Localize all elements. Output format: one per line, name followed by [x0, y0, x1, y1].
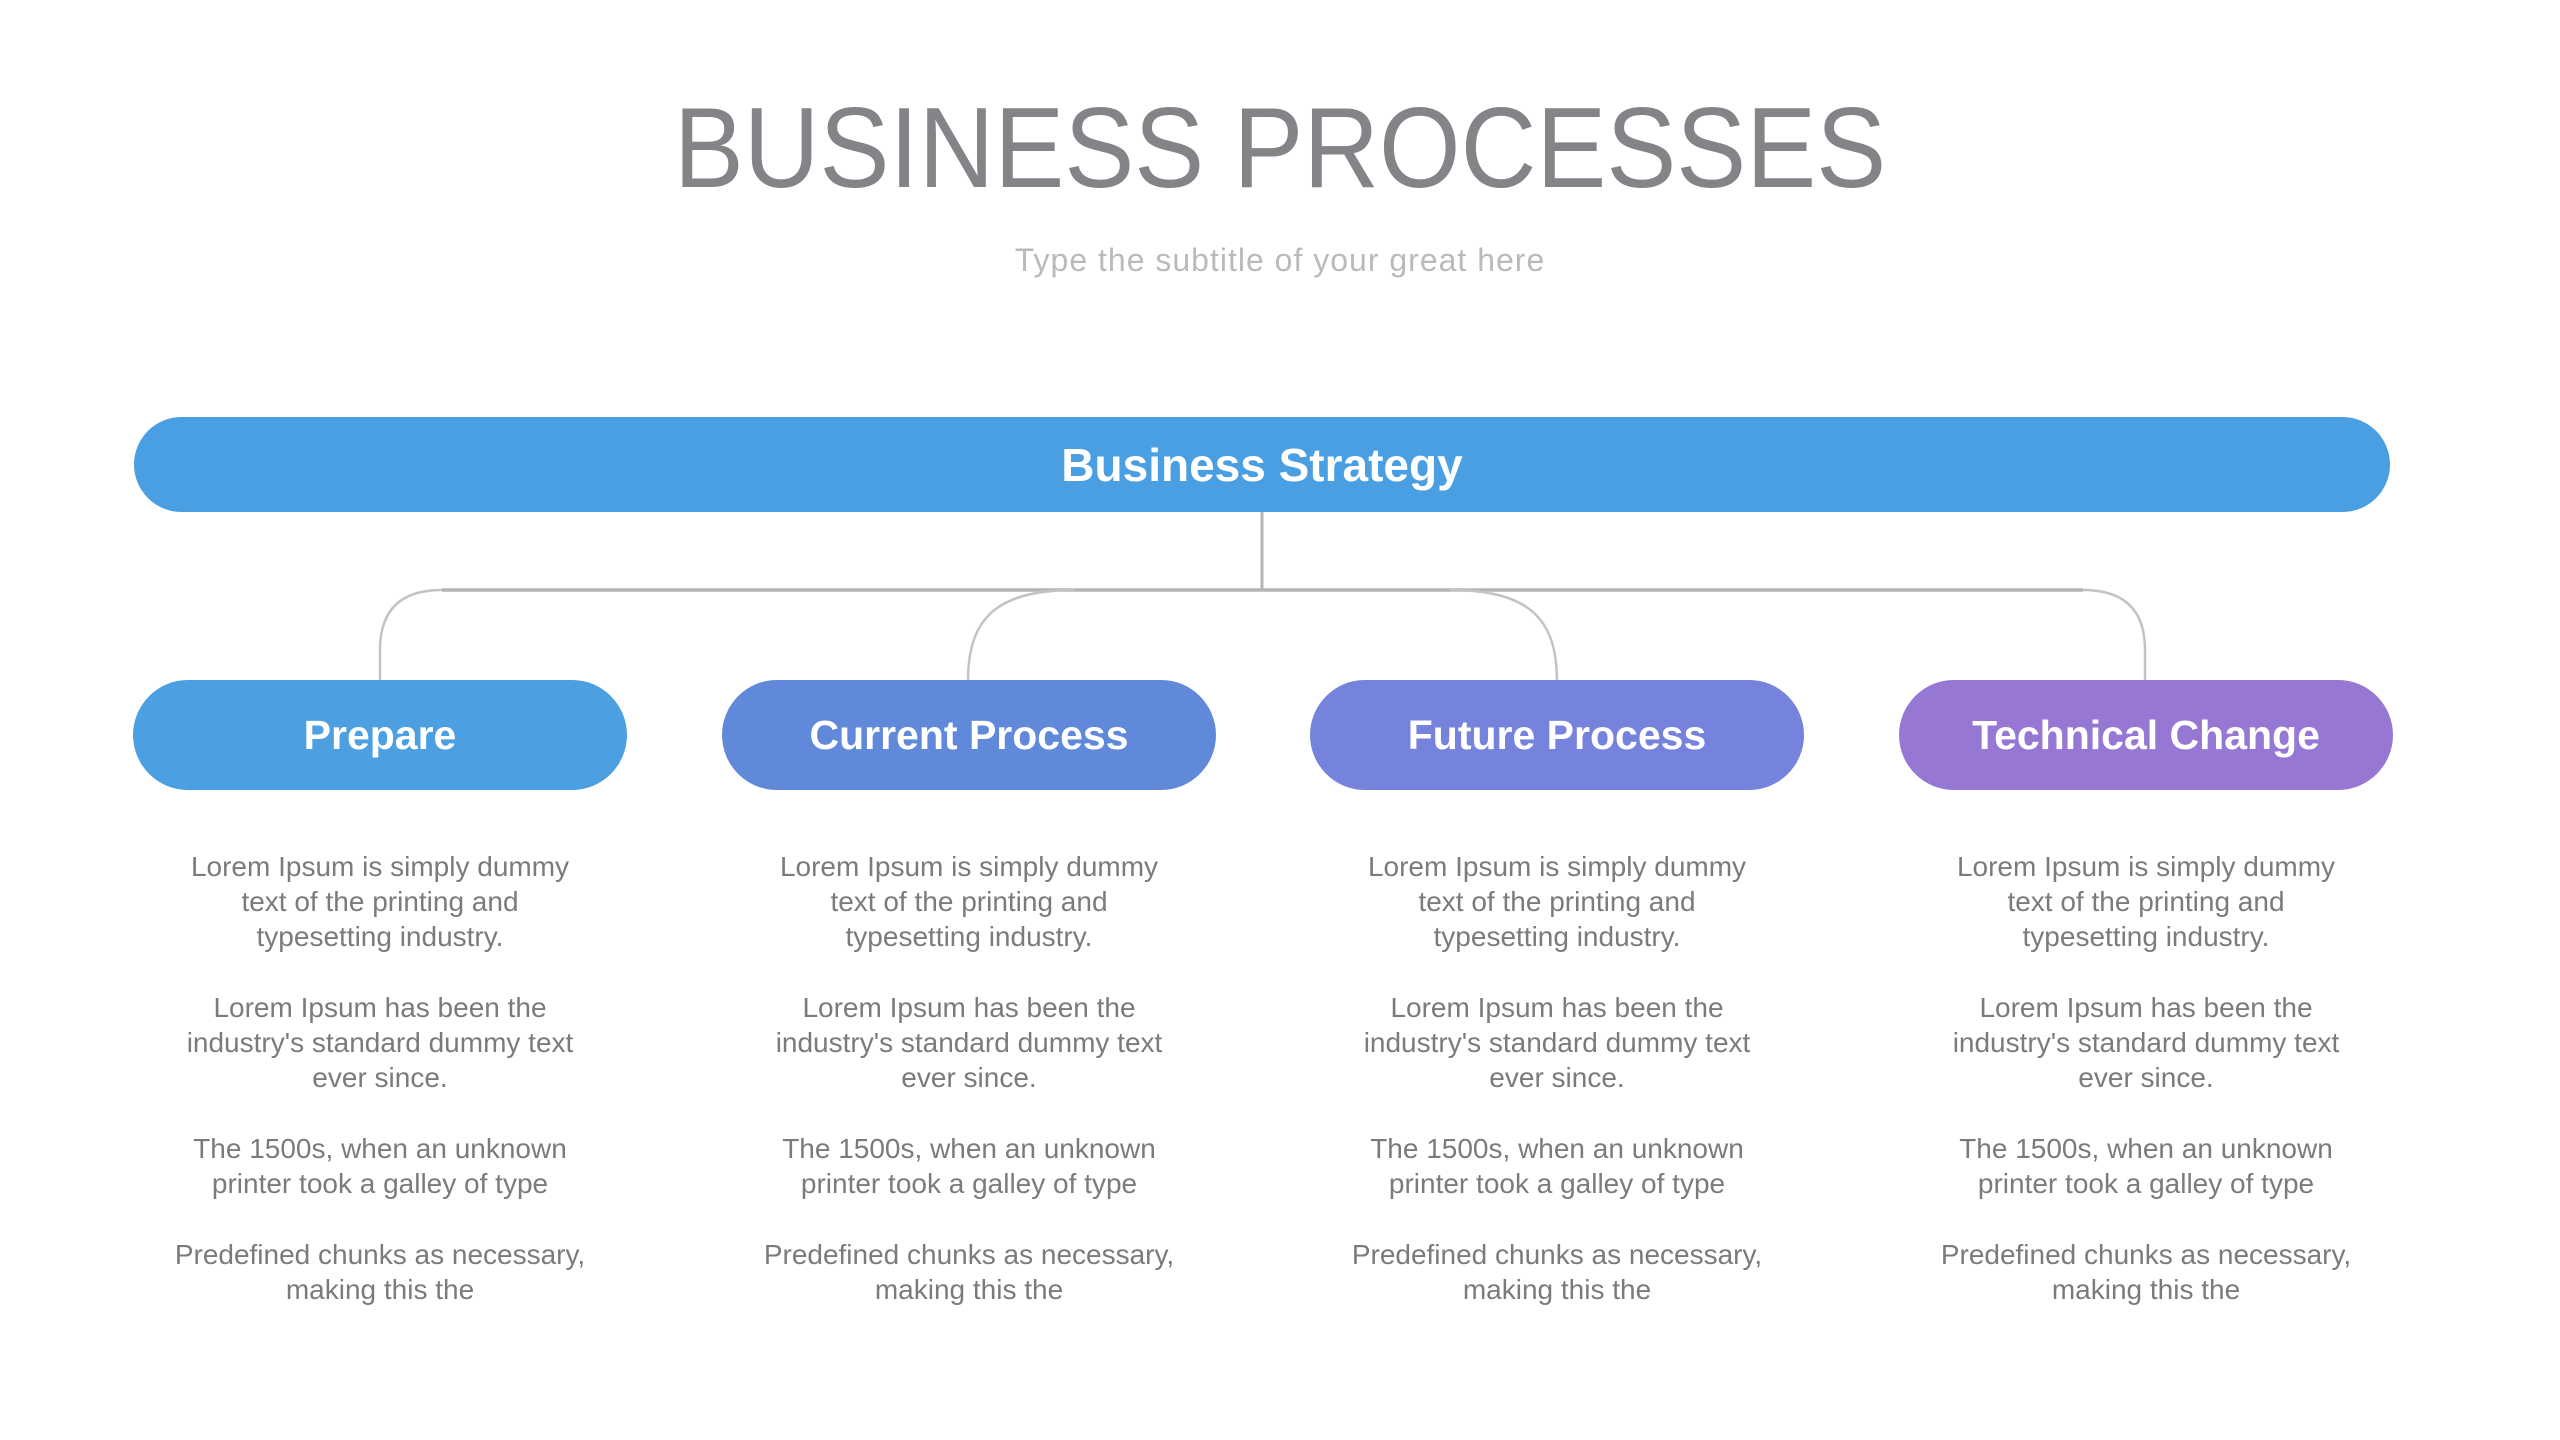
description-column-current-process: Lorem Ipsum is simply dummy text of the …	[734, 849, 1204, 1343]
paragraph: The 1500s, when an unknown printer took …	[1370, 1133, 1744, 1199]
paragraph: Lorem Ipsum is simply dummy text of the …	[190, 851, 570, 952]
node-technical-change: Technical Change	[1899, 680, 2393, 790]
slide-header: BUSINESS PROCESSES Type the subtitle of …	[0, 0, 2560, 280]
paragraph: Predefined chunks as necessary, making t…	[174, 1239, 586, 1305]
description-column-technical-change: Lorem Ipsum is simply dummy text of the …	[1911, 849, 2381, 1343]
connector-branch-technical-change	[2082, 588, 2147, 682]
node-prepare: Prepare	[133, 680, 627, 790]
paragraph: Predefined chunks as necessary, making t…	[763, 1239, 1175, 1305]
paragraph: Lorem Ipsum is simply dummy text of the …	[1956, 851, 2336, 952]
paragraph: Predefined chunks as necessary, making t…	[1351, 1239, 1763, 1305]
paragraph: The 1500s, when an unknown printer took …	[1959, 1133, 2333, 1199]
connector-branch-future-process	[1449, 588, 1559, 683]
paragraph: Lorem Ipsum has been the industry's stan…	[1952, 992, 2340, 1093]
node-future-process: Future Process	[1310, 680, 1804, 790]
connector-branch-prepare	[378, 588, 443, 682]
node-business-strategy: Business Strategy	[134, 417, 2390, 512]
node-future-process-label: Future Process	[1407, 711, 1707, 758]
slide-title: BUSINESS PROCESSES	[673, 85, 1887, 212]
node-technical-change-label: Technical Change	[1972, 711, 2320, 758]
node-current-process-label: Current Process	[809, 711, 1129, 758]
node-prepare-label: Prepare	[303, 711, 457, 758]
node-business-strategy-label: Business Strategy	[1061, 438, 1463, 491]
connector-branch-current-process	[966, 588, 1076, 683]
paragraph: The 1500s, when an unknown printer took …	[193, 1133, 567, 1199]
paragraph: Lorem Ipsum has been the industry's stan…	[1363, 992, 1751, 1093]
node-current-process: Current Process	[722, 680, 1216, 790]
paragraph: Lorem Ipsum has been the industry's stan…	[186, 992, 574, 1093]
description-column-future-process: Lorem Ipsum is simply dummy text of the …	[1322, 849, 1792, 1343]
paragraph: Lorem Ipsum is simply dummy text of the …	[779, 851, 1159, 952]
paragraph: The 1500s, when an unknown printer took …	[782, 1133, 1156, 1199]
paragraph: Predefined chunks as necessary, making t…	[1940, 1239, 2352, 1305]
slide-subtitle: Type the subtitle of your great here	[1014, 242, 1546, 278]
paragraph: Lorem Ipsum has been the industry's stan…	[775, 992, 1163, 1093]
description-column-prepare: Lorem Ipsum is simply dummy text of the …	[145, 849, 615, 1343]
paragraph: Lorem Ipsum is simply dummy text of the …	[1367, 851, 1747, 952]
